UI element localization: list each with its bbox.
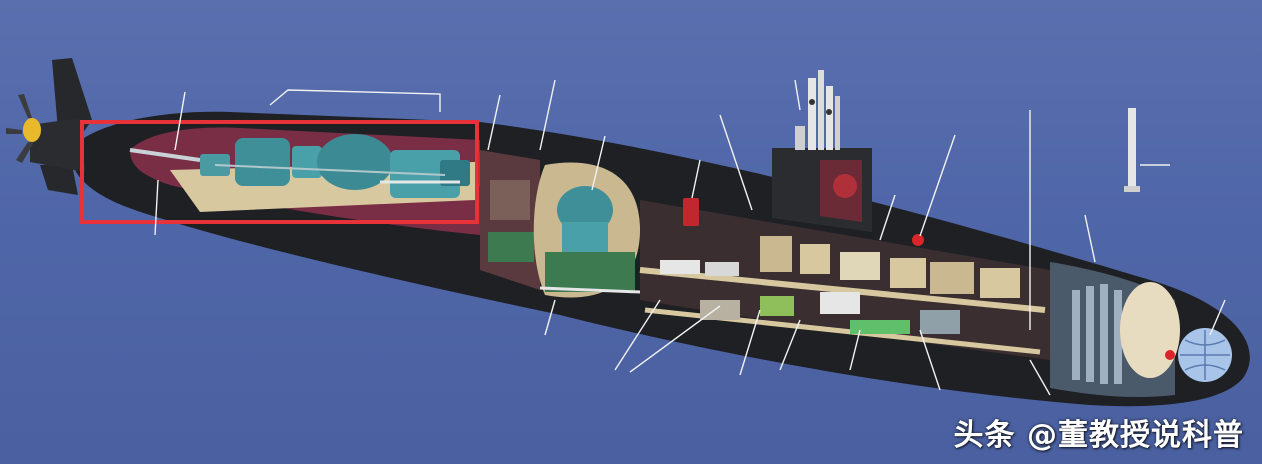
propeller bbox=[6, 94, 41, 163]
watermark-text: 头条 @董教授说科普 bbox=[953, 418, 1244, 453]
lower-rudder bbox=[40, 165, 78, 195]
reactor-base bbox=[545, 252, 635, 292]
engine-room-highlight-box bbox=[80, 120, 479, 224]
cutaway-interior bbox=[80, 120, 1232, 398]
propulsion-machinery bbox=[129, 134, 470, 198]
stern-cone bbox=[30, 118, 85, 172]
masts bbox=[795, 70, 840, 150]
torpedo-tubes bbox=[1072, 284, 1122, 384]
red-marker-2 bbox=[683, 198, 699, 226]
upper-deck bbox=[639, 267, 1046, 313]
control-equipment bbox=[660, 236, 1020, 334]
detached-mast bbox=[1124, 108, 1170, 192]
upper-rudder bbox=[52, 58, 92, 140]
red-marker-1 bbox=[912, 234, 924, 246]
bow-bulkhead bbox=[1120, 282, 1180, 378]
callout-leader-lines bbox=[154, 79, 1226, 396]
